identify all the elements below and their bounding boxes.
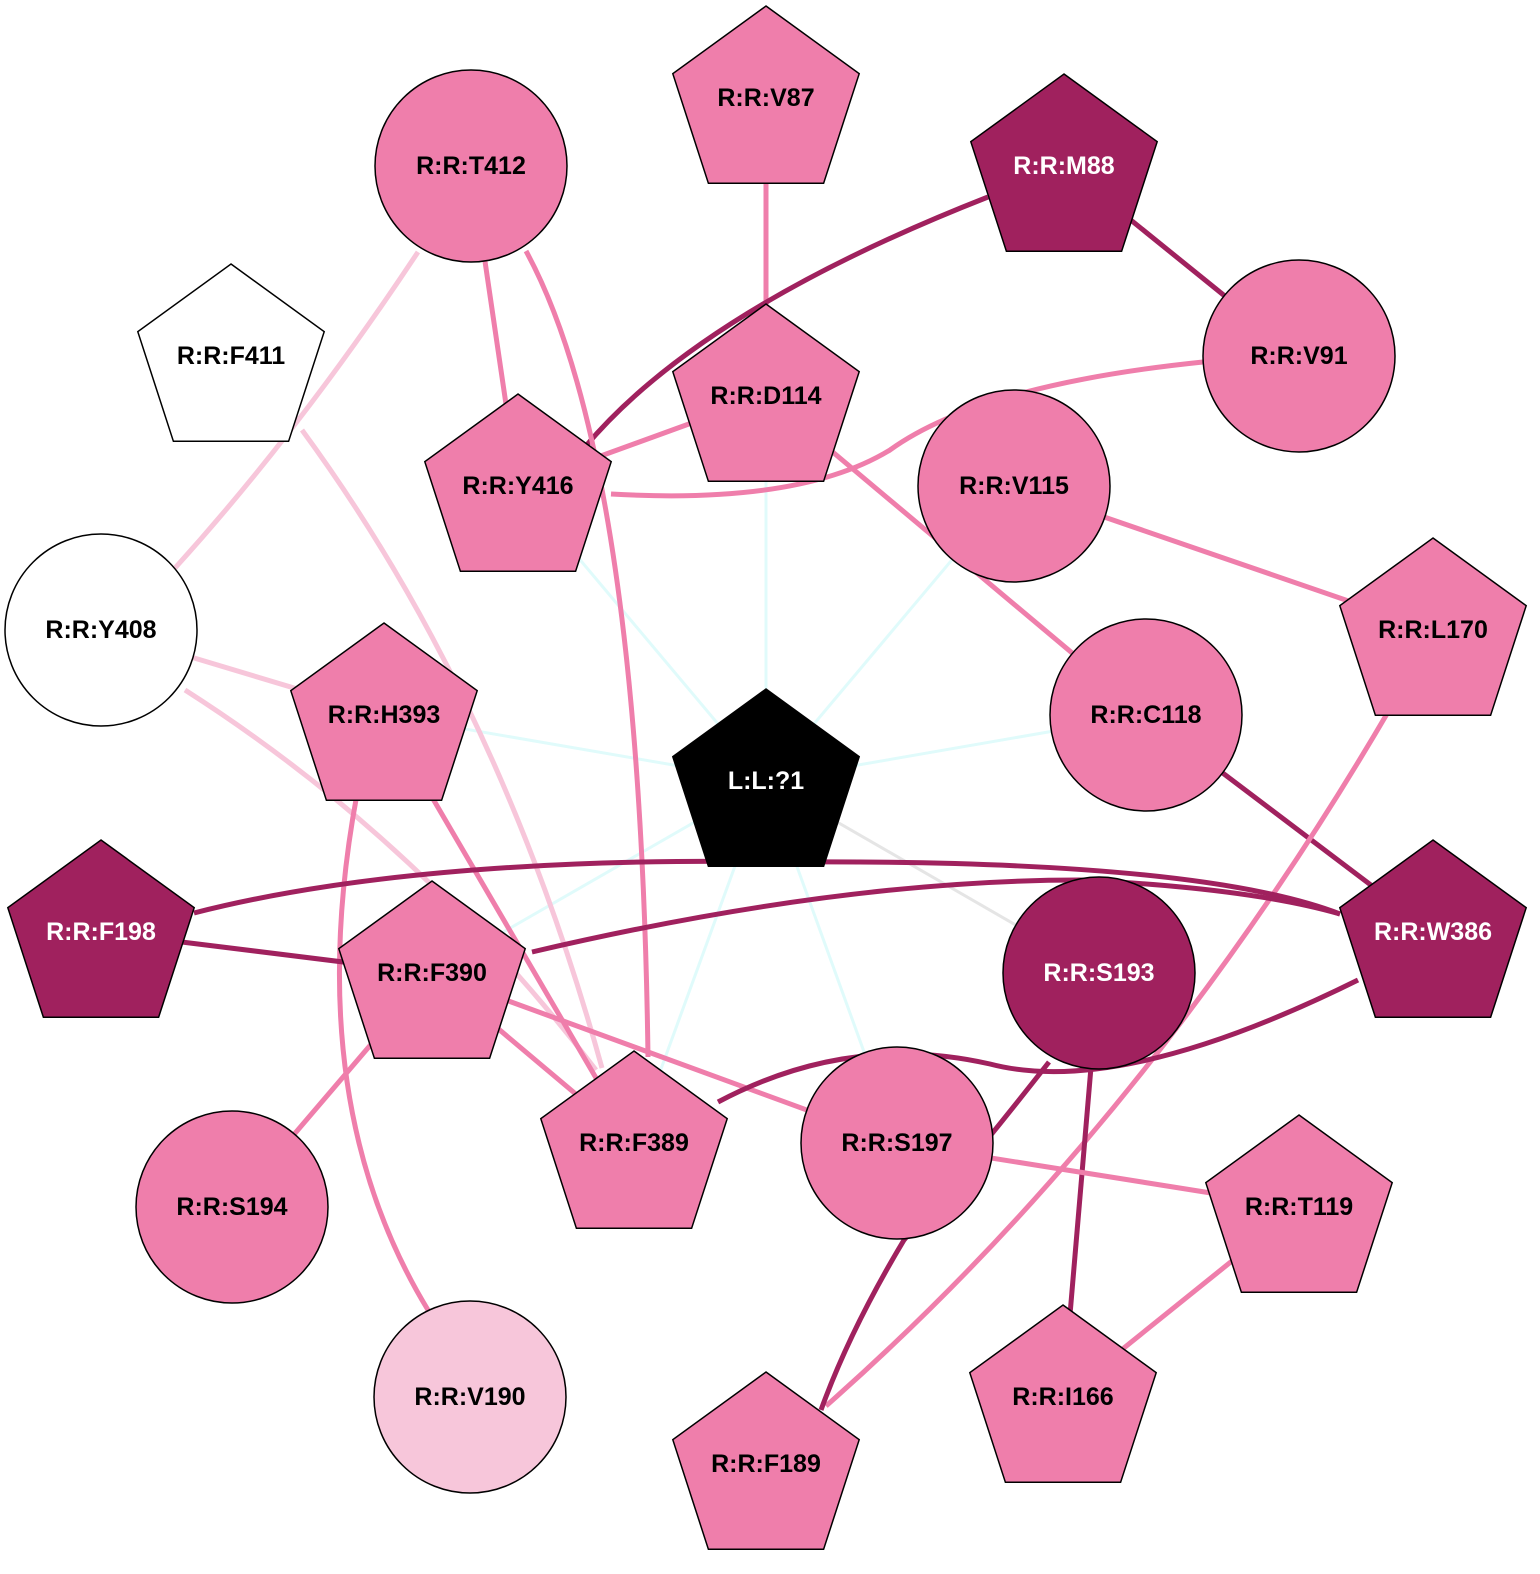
node-label: R:R:T412 — [416, 152, 526, 180]
node-pentagon-shape — [1338, 839, 1528, 1019]
edge-t412-f389 — [523, 249, 651, 1058]
node-v87[interactable]: R:R:V87 — [671, 5, 861, 185]
node-s197[interactable]: R:R:S197 — [800, 1046, 994, 1240]
node-circle-shape — [135, 1110, 329, 1304]
node-h393[interactable]: R:R:H393 — [289, 622, 479, 802]
node-label: R:R:S193 — [1043, 959, 1154, 987]
node-label: R:R:F198 — [46, 918, 156, 946]
node-pentagon-shape — [671, 303, 861, 483]
node-circle-shape — [800, 1046, 994, 1240]
node-pentagon-shape — [136, 263, 326, 443]
node-v91[interactable]: R:R:V91 — [1202, 259, 1396, 453]
node-label: R:R:F189 — [711, 1450, 821, 1478]
node-pentagon-shape — [671, 688, 861, 868]
node-label: R:R:V87 — [717, 84, 814, 112]
node-y416[interactable]: R:R:Y416 — [423, 393, 613, 573]
node-s193[interactable]: R:R:S193 — [1002, 876, 1196, 1070]
node-pentagon-shape — [671, 5, 861, 185]
node-f189[interactable]: R:R:F189 — [671, 1371, 861, 1551]
node-circle-shape — [374, 69, 568, 263]
node-label: R:R:S194 — [176, 1193, 287, 1221]
node-pentagon-shape — [671, 1371, 861, 1551]
node-label: R:R:M88 — [1013, 152, 1114, 180]
node-t119[interactable]: R:R:T119 — [1204, 1114, 1394, 1294]
edge-m88-y416 — [583, 194, 989, 449]
node-f390[interactable]: R:R:F390 — [337, 880, 527, 1060]
node-v190[interactable]: R:R:V190 — [373, 1300, 567, 1494]
node-y408[interactable]: R:R:Y408 — [4, 533, 198, 727]
node-label: R:R:F390 — [377, 959, 487, 987]
node-pentagon-shape — [423, 393, 613, 573]
node-i166[interactable]: R:R:I166 — [968, 1304, 1158, 1484]
node-c118[interactable]: R:R:C118 — [1049, 618, 1243, 812]
node-label: R:R:S197 — [841, 1129, 952, 1157]
node-l1[interactable]: L:L:?1 — [671, 688, 861, 868]
node-label: R:R:V91 — [1250, 342, 1347, 370]
node-label: R:R:W386 — [1374, 918, 1492, 946]
node-s194[interactable]: R:R:S194 — [135, 1110, 329, 1304]
node-label: R:R:L170 — [1378, 616, 1488, 644]
edge-s193-f189 — [818, 1060, 1051, 1411]
node-f411[interactable]: R:R:F411 — [136, 263, 326, 443]
node-pentagon-shape — [1338, 537, 1528, 717]
edge-f390-w386 — [531, 877, 1341, 955]
node-label: R:R:V115 — [959, 472, 1069, 500]
edge-t412-y408 — [173, 250, 421, 570]
node-label: L:L:?1 — [728, 767, 804, 795]
node-t412[interactable]: R:R:T412 — [374, 69, 568, 263]
node-label: R:R:Y416 — [462, 472, 573, 500]
node-label: R:R:F411 — [177, 342, 285, 370]
node-label: R:R:H393 — [328, 701, 441, 729]
node-label: R:R:V190 — [414, 1383, 525, 1411]
node-m88[interactable]: R:R:M88 — [969, 73, 1159, 253]
node-circle-shape — [917, 389, 1111, 583]
edge-y408-f389 — [183, 687, 598, 1072]
edge-l170-f189 — [824, 705, 1394, 1408]
node-circle-shape — [373, 1300, 567, 1494]
node-pentagon-shape — [968, 1304, 1158, 1484]
node-label: R:R:C118 — [1090, 701, 1201, 729]
edge-f411-f389 — [299, 428, 605, 1069]
node-label: R:R:I166 — [1012, 1383, 1113, 1411]
node-f389[interactable]: R:R:F389 — [539, 1050, 729, 1230]
node-pentagon-shape — [1204, 1114, 1394, 1294]
node-l170[interactable]: R:R:L170 — [1338, 537, 1528, 717]
node-circle-shape — [1202, 259, 1396, 453]
node-w386[interactable]: R:R:W386 — [1338, 839, 1528, 1019]
node-label: R:R:Y408 — [45, 616, 156, 644]
edge-f389-w386 — [716, 977, 1360, 1105]
node-label: R:R:D114 — [710, 382, 821, 410]
node-pentagon-shape — [539, 1050, 729, 1230]
node-pentagon-shape — [969, 73, 1159, 253]
node-v115[interactable]: R:R:V115 — [917, 389, 1111, 583]
node-circle-shape — [4, 533, 198, 727]
node-pentagon-shape — [337, 880, 527, 1060]
node-label: R:R:F389 — [579, 1129, 689, 1157]
node-circle-shape — [1002, 876, 1196, 1070]
node-label: R:R:T119 — [1245, 1193, 1353, 1221]
node-circle-shape — [1049, 618, 1243, 812]
edge-v91-y416 — [610, 359, 1204, 499]
node-f198[interactable]: R:R:F198 — [6, 839, 196, 1019]
node-pentagon-shape — [6, 839, 196, 1019]
node-d114[interactable]: R:R:D114 — [671, 303, 861, 483]
node-pentagon-shape — [289, 622, 479, 802]
